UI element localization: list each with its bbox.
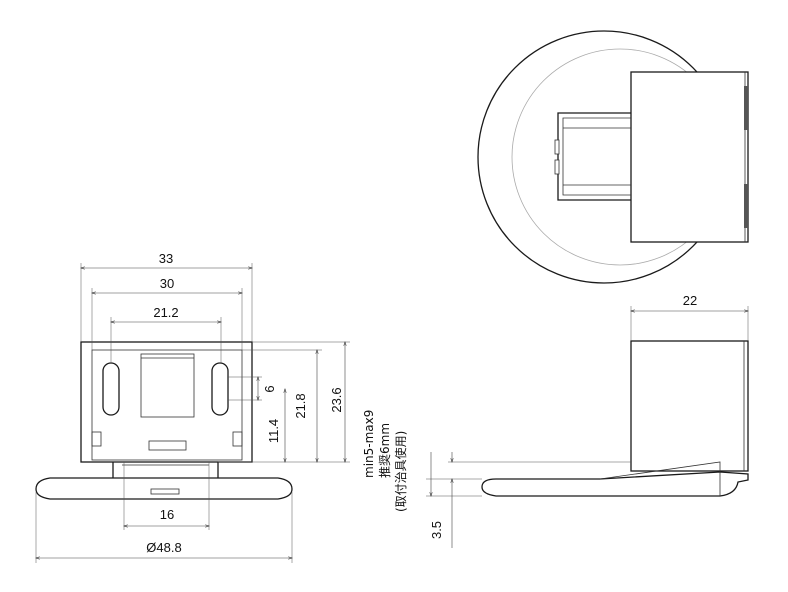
base-center-slot xyxy=(150,488,180,495)
dim-48-8: Ø48.8 xyxy=(146,540,181,555)
dim-21-8: 21.8 xyxy=(293,393,308,418)
mounting-slot-right xyxy=(211,362,229,416)
thickness-notes: min5-max9 推奨6mm (取付治具使用) xyxy=(362,410,408,512)
base-plate-side xyxy=(481,471,749,497)
dim-16: 16 xyxy=(160,507,174,522)
note-jig: (取付治具使用) xyxy=(393,431,408,512)
note-recommended: 推奨6mm xyxy=(378,423,392,478)
side-view xyxy=(481,340,749,497)
foot-front xyxy=(112,459,219,478)
center-tab xyxy=(148,440,187,451)
body-top-view xyxy=(630,71,749,243)
dimensions: 33 30 21.2 6 11.4 21.8 23.6 16 Ø48.8 2 xyxy=(36,251,748,563)
dim-33: 33 xyxy=(159,251,173,266)
dim-6: 6 xyxy=(262,385,277,392)
clip-top-view-inner xyxy=(562,117,631,196)
clip-tab-upper xyxy=(554,139,560,155)
top-view xyxy=(477,30,749,284)
dim-11-4: 11.4 xyxy=(266,419,281,443)
front-view xyxy=(35,341,293,500)
note-thickness-range: min5-max9 xyxy=(362,410,376,478)
dim-30: 30 xyxy=(160,276,174,291)
corner-tab-right xyxy=(232,431,243,447)
dim-23-6: 23.6 xyxy=(329,387,344,412)
body-side xyxy=(630,340,749,472)
edge-notch-lower xyxy=(744,184,748,228)
center-window xyxy=(140,353,195,418)
clip-tab-lower xyxy=(554,159,560,175)
base-plate-front xyxy=(35,477,293,500)
wedge-side xyxy=(599,461,721,480)
dim-22: 22 xyxy=(683,293,697,308)
body-front-inner xyxy=(91,349,243,461)
corner-tab-left xyxy=(91,431,102,447)
dim-3-5: 3.5 xyxy=(429,521,444,539)
dim-21-2: 21.2 xyxy=(153,305,178,320)
body-front xyxy=(80,341,253,463)
edge-notch-upper xyxy=(744,86,748,130)
clip-top-view xyxy=(557,112,631,201)
